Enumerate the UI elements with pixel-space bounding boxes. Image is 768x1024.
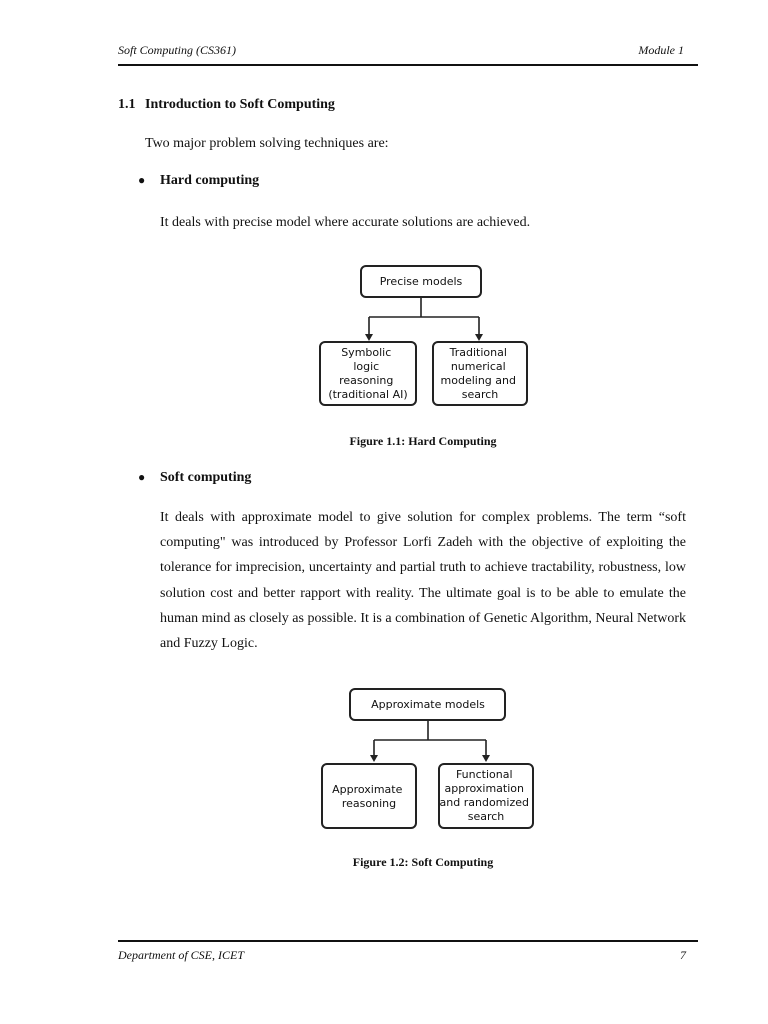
- header-module: Module 1: [638, 43, 684, 57]
- soft-computing-title: Soft computing: [160, 470, 252, 485]
- intro-text: Two major problem solving techniques are…: [145, 136, 389, 151]
- figure-caption-hard: Figure 1.1: Hard Computing: [349, 434, 497, 448]
- diagram-box-functional-approximation: [438, 763, 534, 829]
- hard-computing-text: It deals with precise model where accura…: [160, 215, 531, 230]
- diagram-label-traditional-numerical: Traditional numerical modeling and searc…: [441, 346, 520, 401]
- section-number: 1.1: [118, 97, 136, 112]
- bullet-dot-icon: ●: [138, 173, 146, 187]
- bullet-soft-computing: ● Soft computing: [138, 470, 251, 486]
- soft-computing-text: It deals with approximate model to give …: [160, 510, 686, 652]
- diagram-label-functional-approximation: Functional approximation and randomized …: [440, 768, 533, 823]
- diagram-box-symbolic-logic: [319, 341, 417, 406]
- diagram-label-symbolic-logic: Symbolic logic reasoning (traditional AI…: [328, 346, 407, 401]
- section-title: Introduction to Soft Computing: [145, 97, 335, 112]
- figure-caption-soft: Figure 1.2: Soft Computing: [352, 855, 494, 869]
- section-heading: 1.1 Introduction to Soft Computing: [118, 97, 335, 113]
- arrow-down-icon: [482, 755, 490, 762]
- diagram-connector: [373, 720, 487, 757]
- diagram-label-approximate-reasoning: Approximate reasoning: [332, 783, 406, 810]
- diagram-label-precise-models: Precise models: [380, 275, 463, 288]
- diagram-label-approximate-models: Approximate models: [371, 698, 485, 711]
- diagram-box-approximate-reasoning: [321, 763, 417, 829]
- footer-rule: [118, 940, 698, 942]
- diagram-connector: [368, 297, 480, 336]
- bullet-dot-icon: ●: [138, 470, 146, 484]
- header-rule: [118, 64, 698, 66]
- hard-computing-diagram: Precise models Symbolic logic reasoning …: [319, 265, 528, 406]
- footer-department: Department of CSE, ICET: [118, 948, 244, 962]
- arrow-down-icon: [475, 334, 483, 341]
- diagram-box-traditional-numerical: [432, 341, 528, 406]
- header-course: Soft Computing (CS361): [118, 43, 237, 57]
- hard-computing-title: Hard computing: [160, 173, 260, 188]
- soft-computing-diagram: Approximate models Approximate reasoning…: [321, 688, 534, 829]
- arrow-down-icon: [365, 334, 373, 341]
- bullet-hard-computing: ● Hard computing: [138, 173, 259, 189]
- arrow-down-icon: [370, 755, 378, 762]
- page-number: 7: [680, 948, 686, 962]
